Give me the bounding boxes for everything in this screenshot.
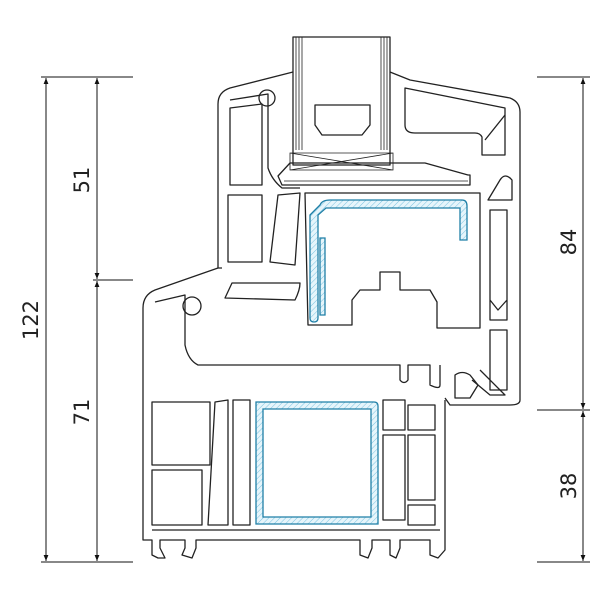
sash-outline bbox=[217, 71, 521, 406]
frame-outline bbox=[142, 267, 446, 559]
dim-label-right-lower: 38 bbox=[557, 473, 581, 500]
dim-label-lower: 71 bbox=[70, 399, 94, 426]
right-dimensions: 84 38 bbox=[537, 76, 590, 563]
profile-section bbox=[142, 36, 521, 559]
dim-label-upper: 51 bbox=[70, 167, 94, 194]
glazing-bead bbox=[277, 36, 471, 186]
upper-steel-reinforcement bbox=[309, 199, 468, 323]
dim-label-right-upper: 84 bbox=[557, 229, 581, 256]
lower-steel-reinforcement bbox=[255, 401, 379, 525]
left-dimensions: 122 51 71 bbox=[19, 76, 133, 563]
dim-label-total: 122 bbox=[19, 300, 43, 340]
